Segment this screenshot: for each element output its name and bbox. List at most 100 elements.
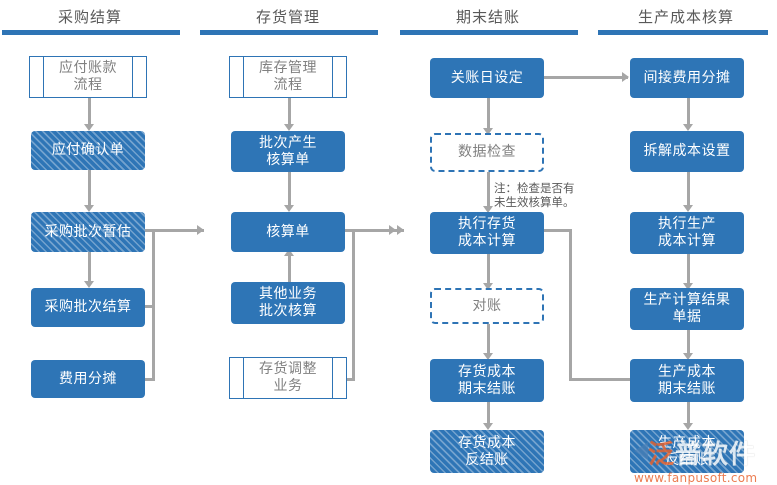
- node-label: 存货成本 期末结账: [458, 363, 516, 397]
- arrowhead-batch-gen-acct: [284, 124, 294, 131]
- connector-settle-right: [144, 305, 155, 308]
- node-run-inv-cost[interactable]: 执行存货 成本计算: [430, 212, 544, 254]
- node-label: 对账: [472, 297, 502, 314]
- arrowhead-po-batch-estimate: [84, 205, 94, 212]
- node-label: 库存管理 流程: [259, 60, 317, 93]
- node-prod-cost-close[interactable]: 生产成本 期末结账: [630, 359, 744, 402]
- node-ap-process[interactable]: 应付账款 流程: [29, 56, 147, 98]
- node-prod-calc-result[interactable]: 生产计算结果 单据: [630, 288, 744, 330]
- node-label: 生产成本 期末结账: [658, 363, 716, 397]
- node-split-cost-set[interactable]: 拆解成本设置: [630, 131, 744, 172]
- node-po-batch-estimate[interactable]: 采购批次暂估: [31, 212, 145, 252]
- connector-invadjust-right: [344, 378, 355, 381]
- connector-runinvcost-to-reconcile: [487, 254, 490, 286]
- arrowhead-indirect-alloc: [622, 72, 629, 82]
- node-label: 生产成本 反结账: [658, 434, 716, 468]
- connector-otherbiz-to-acctdoc: [288, 256, 291, 282]
- node-label: 应付账款 流程: [59, 60, 117, 93]
- node-ap-confirm[interactable]: 应付确认单: [31, 131, 145, 170]
- column-header-prodcost: 生产成本核算: [637, 8, 734, 26]
- node-label: 采购批次结算: [44, 299, 132, 315]
- node-label: 批次产生 核算单: [259, 134, 317, 168]
- node-close-date-set[interactable]: 关账日设定: [430, 58, 544, 98]
- node-batch-gen-acct[interactable]: 批次产生 核算单: [231, 131, 345, 172]
- arrowhead-acct-doc-from-left: [197, 225, 204, 235]
- connector-col2-merge-bus: [352, 229, 355, 381]
- node-label: 应付确认单: [51, 142, 125, 158]
- node-expense-alloc[interactable]: 费用分摊: [31, 360, 145, 398]
- arrowhead-acct-doc-bottom: [284, 249, 294, 256]
- connector-inv-process-to-batchgen: [288, 98, 291, 127]
- connector-indirect-to-split: [687, 98, 690, 128]
- connector-runprodcost-to-result: [687, 254, 690, 286]
- connector-prodcostclose-to-unclose: [687, 402, 690, 426]
- node-label: 拆解成本设置: [643, 143, 731, 159]
- node-label: 存货成本 反结账: [458, 434, 516, 468]
- arrowhead-inv-cost-close: [483, 353, 493, 360]
- node-reconcile[interactable]: 对账: [430, 288, 544, 324]
- watermark-url: www.fanpusoft.com: [634, 471, 758, 485]
- node-label: 数据检查: [458, 144, 516, 160]
- node-label: 核算单: [266, 223, 310, 240]
- arrowhead-prod-calc-result: [683, 283, 693, 290]
- connector-reconcile-to-invcostclose: [487, 324, 490, 356]
- connector-closedate-to-indirect: [544, 76, 628, 79]
- arrowhead-run-inv-cost-top: [483, 206, 493, 213]
- column-rule-prodcost: [598, 30, 768, 35]
- connector-acctdoc-right: [344, 229, 404, 232]
- arrowhead-prod-cost-unclose: [683, 423, 693, 430]
- arrowhead-prod-cost-close: [683, 353, 693, 360]
- note-data-check: 注：检查是否有 未生效核算单。: [494, 181, 575, 209]
- column-rule-period: [400, 30, 578, 35]
- arrowhead-run-inv-cost-from-left: [397, 225, 404, 235]
- node-label: 其他业务 批次核算: [259, 286, 317, 319]
- arrowhead-run-prod-cost: [683, 205, 693, 212]
- node-po-batch-settle[interactable]: 采购批次结算: [31, 288, 145, 327]
- column-rule-inventory: [200, 30, 378, 35]
- node-label: 执行生产 成本计算: [658, 216, 716, 249]
- node-data-check[interactable]: 数据检查: [430, 133, 544, 172]
- node-inv-process[interactable]: 库存管理 流程: [229, 56, 347, 98]
- arrowhead-run-inv-cost-from-left-2: [389, 225, 396, 235]
- node-label: 生产计算结果 单据: [643, 292, 731, 325]
- connector-closedate-to-datacheck: [487, 98, 490, 131]
- node-label: 费用分摊: [59, 370, 117, 387]
- connector-batchgen-to-acctdoc: [288, 172, 291, 208]
- connector-invcostclose-to-invcostunclose: [487, 402, 490, 426]
- connector-feedback-bus: [569, 229, 572, 381]
- connector-split-to-runprodcost: [687, 172, 690, 208]
- node-label: 存货调整 业务: [259, 361, 317, 394]
- node-acct-doc[interactable]: 核算单: [231, 212, 345, 252]
- node-inv-cost-close[interactable]: 存货成本 期末结账: [430, 359, 544, 402]
- connector-expense-right: [144, 378, 155, 381]
- column-header-inventory: 存货管理: [255, 8, 320, 26]
- node-indirect-alloc[interactable]: 间接费用分摊: [630, 58, 744, 98]
- connector-feedback-into-runinvcost: [536, 229, 572, 232]
- arrowhead-split-cost-set: [683, 124, 693, 131]
- arrowhead-inv-cost-unclose: [483, 423, 493, 430]
- connector-ap-confirm-to-estimate: [88, 170, 91, 208]
- connector-estimate-to-settle: [88, 252, 91, 284]
- arrowhead-data-check: [483, 128, 493, 135]
- connector-datacheck-to-runinvcost: [487, 172, 490, 210]
- connector-estimate-right: [144, 229, 204, 232]
- connector-result-to-prodcostclose: [687, 330, 690, 356]
- connector-col1-merge-bus: [152, 229, 155, 381]
- node-label: 关账日设定: [450, 69, 524, 86]
- node-prod-cost-unclose[interactable]: 生产成本 反结账: [630, 430, 744, 473]
- arrowhead-ap-confirm: [84, 124, 94, 131]
- arrowhead-po-batch-settle: [84, 281, 94, 288]
- node-inv-cost-unclose[interactable]: 存货成本 反结账: [430, 430, 544, 473]
- column-header-purchase: 采购结算: [57, 8, 122, 26]
- arrowhead-acct-doc-top: [284, 205, 294, 212]
- connector-ap-process-to-ap-confirm: [88, 98, 91, 127]
- node-other-biz-batch[interactable]: 其他业务 批次核算: [231, 282, 345, 324]
- column-rule-purchase: [2, 30, 180, 35]
- node-label: 间接费用分摊: [643, 69, 731, 86]
- arrowhead-reconcile: [483, 283, 493, 290]
- connector-prodcostclose-left: [572, 378, 632, 381]
- node-label: 执行存货 成本计算: [458, 216, 516, 249]
- node-run-prod-cost[interactable]: 执行生产 成本计算: [630, 212, 744, 254]
- node-inv-adjust-biz[interactable]: 存货调整 业务: [229, 357, 347, 399]
